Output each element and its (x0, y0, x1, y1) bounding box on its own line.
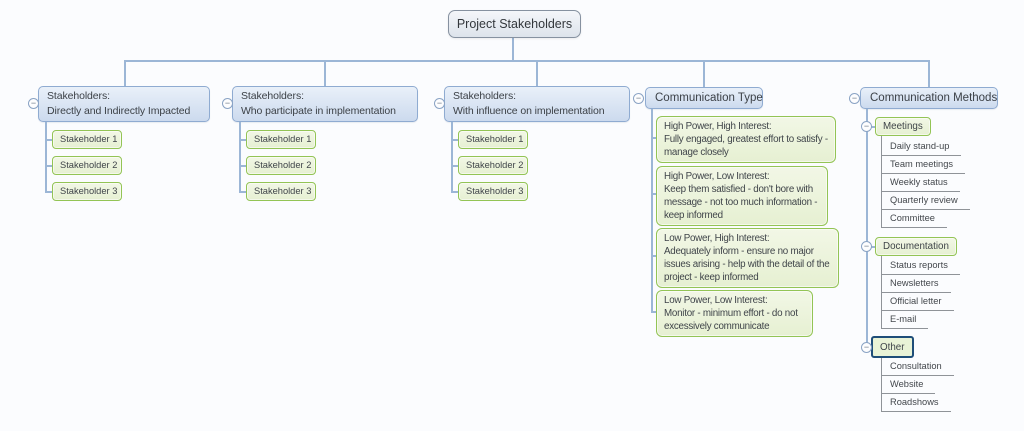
child-stub-connector (45, 165, 52, 167)
branch-node-influence[interactable]: Stakeholders: With influence on implemen… (444, 86, 630, 122)
branch-node-communication-methods[interactable]: Communication Methods (860, 87, 998, 109)
leaf-node[interactable]: Website (881, 376, 936, 394)
stakeholder-node[interactable]: Stakeholder 1 (52, 130, 122, 149)
child-stub-connector (451, 139, 458, 141)
tree-rail-connector (124, 60, 930, 62)
meetings-leaf-list: Daily stand-up Team meetings Weekly stat… (881, 138, 970, 228)
leaf-node[interactable]: Status reports (881, 257, 960, 275)
branch-subtitle: Directly and Indirectly Impacted (47, 105, 191, 117)
child-stub-connector (45, 191, 52, 193)
child-spine-connector (451, 122, 453, 192)
branch-title: Stakeholders: (453, 90, 516, 102)
child-stub-connector (239, 139, 246, 141)
matrix-node-high-low[interactable]: High Power, Low Interest: Keep them sati… (656, 166, 828, 226)
group-node-documentation[interactable]: Documentation (875, 237, 957, 256)
leaf-node[interactable]: Official letter (881, 293, 954, 311)
branch-title: Stakeholders: (47, 90, 110, 102)
child-stub-connector (239, 165, 246, 167)
other-leaf-list: Consultation Website Roadshows (881, 358, 954, 412)
stakeholder-node[interactable]: Stakeholder 1 (246, 130, 316, 149)
matrix-node-low-low[interactable]: Low Power, Low Interest: Monitor - minim… (656, 290, 813, 337)
group-spine-connector (866, 109, 868, 347)
leaf-node[interactable]: Daily stand-up (881, 138, 962, 156)
collapse-button[interactable]: − (222, 98, 233, 109)
leaf-node[interactable]: Quarterly review (881, 192, 970, 210)
stakeholder-node[interactable]: Stakeholder 2 (246, 156, 316, 175)
branch-drop-connector (124, 60, 126, 87)
branch-drop-connector (928, 60, 930, 88)
group-node-other-selected[interactable]: Other (871, 336, 914, 358)
collapse-button[interactable]: − (434, 98, 445, 109)
leaf-node[interactable]: Committee (881, 210, 947, 228)
matrix-node-desc: Keep them satisfied - don't bore with me… (664, 184, 818, 221)
leaf-spine-connector (881, 136, 882, 228)
branch-title: Communication Type (655, 92, 763, 104)
child-stub-connector (451, 165, 458, 167)
matrix-node-title: Low Power, High Interest: (664, 233, 770, 244)
child-spine-connector (651, 109, 653, 312)
branch-drop-connector (324, 60, 326, 87)
child-stub-connector (45, 139, 52, 141)
branch-title: Communication Methods (870, 92, 998, 104)
child-stub-connector (451, 191, 458, 193)
leaf-node[interactable]: Weekly status (881, 174, 960, 192)
stakeholder-node[interactable]: Stakeholder 2 (458, 156, 528, 175)
matrix-node-desc: Fully engaged, greatest effort to satisf… (664, 134, 828, 158)
branch-node-communication-type[interactable]: Communication Type (645, 87, 763, 109)
child-stub-connector (651, 137, 656, 139)
collapse-button[interactable]: − (849, 93, 860, 104)
child-stub-connector (651, 255, 656, 257)
leaf-node[interactable]: Newsletters (881, 275, 951, 293)
branch-subtitle: Who participate in implementation (241, 105, 396, 117)
branch-drop-connector (703, 60, 705, 88)
collapse-button[interactable]: − (861, 241, 872, 252)
matrix-node-title: Low Power, Low Interest: (664, 295, 768, 306)
collapse-button[interactable]: − (28, 98, 39, 109)
branch-node-directly-impacted[interactable]: Stakeholders: Directly and Indirectly Im… (38, 86, 210, 122)
stakeholder-node[interactable]: Stakeholder 2 (52, 156, 122, 175)
documentation-leaf-list: Status reports Newsletters Official lett… (881, 257, 960, 329)
stakeholder-node[interactable]: Stakeholder 3 (458, 182, 528, 201)
leaf-node[interactable]: E-mail (881, 311, 929, 329)
stakeholder-node[interactable]: Stakeholder 3 (52, 182, 122, 201)
matrix-node-title: High Power, High Interest: (664, 121, 772, 132)
branch-node-participate[interactable]: Stakeholders: Who participate in impleme… (232, 86, 418, 122)
leaf-node[interactable]: Team meetings (881, 156, 966, 174)
child-stub-connector (651, 311, 656, 313)
stakeholder-node[interactable]: Stakeholder 1 (458, 130, 528, 149)
group-node-meetings[interactable]: Meetings (875, 117, 931, 136)
child-spine-connector (239, 122, 241, 192)
matrix-node-title: High Power, Low Interest: (664, 171, 770, 182)
branch-drop-connector (536, 60, 538, 87)
branch-title: Stakeholders: (241, 90, 304, 102)
child-stub-connector (651, 193, 656, 195)
leaf-spine-connector (881, 358, 882, 412)
collapse-button[interactable]: − (861, 121, 872, 132)
collapse-button[interactable]: − (861, 342, 872, 353)
matrix-node-desc: Monitor - minimum effort - do not excess… (664, 308, 798, 332)
root-node[interactable]: Project Stakeholders (448, 10, 581, 38)
matrix-node-desc: Adequately inform - ensure no major issu… (664, 246, 830, 283)
leaf-node[interactable]: Consultation (881, 358, 954, 376)
matrix-node-low-high[interactable]: Low Power, High Interest: Adequately inf… (656, 228, 839, 288)
collapse-button[interactable]: − (633, 93, 644, 104)
root-stem-connector (512, 37, 514, 60)
leaf-node[interactable]: Roadshows (881, 394, 951, 412)
child-spine-connector (45, 122, 47, 192)
child-stub-connector (239, 191, 246, 193)
branch-subtitle: With influence on implementation (453, 105, 605, 117)
stakeholder-node[interactable]: Stakeholder 3 (246, 182, 316, 201)
matrix-node-high-high[interactable]: High Power, High Interest: Fully engaged… (656, 116, 836, 163)
